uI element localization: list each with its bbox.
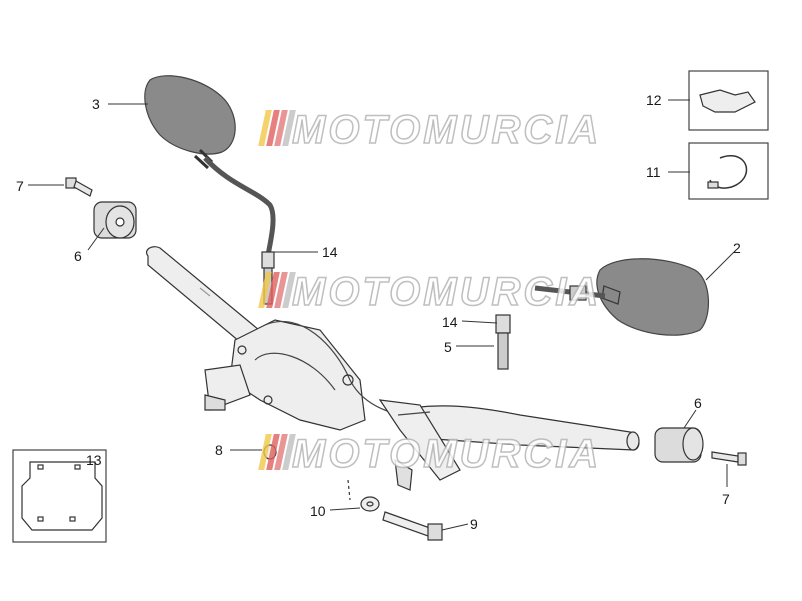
callout-12: 12	[646, 92, 662, 108]
callout-6: 6	[694, 395, 702, 411]
watermark-logo-bars	[258, 272, 296, 308]
right-bolt	[711, 451, 747, 466]
left-end-weight	[93, 201, 137, 239]
callout-7: 7	[722, 491, 730, 507]
callout-5: 5	[444, 339, 452, 355]
right-mirror	[495, 258, 710, 370]
callout-6: 6	[74, 248, 82, 264]
callout-14: 14	[442, 314, 458, 330]
watermark-text: MOTOMURCIA	[291, 431, 602, 477]
clip-box	[688, 70, 769, 131]
callout-14: 14	[322, 244, 338, 260]
bottom-bolt	[347, 479, 443, 541]
handlebar-frame	[204, 319, 461, 491]
callout-2: 2	[733, 240, 741, 256]
callout-8: 8	[215, 442, 223, 458]
left-bolt	[65, 177, 93, 197]
watermark-logo-bars	[258, 434, 296, 470]
callout-9: 9	[470, 516, 478, 532]
leader-lines	[28, 99, 735, 531]
gasket-box	[12, 449, 107, 543]
callout-11: 11	[646, 164, 661, 180]
callout-10: 10	[310, 503, 326, 519]
watermark-text: MOTOMURCIA	[291, 107, 602, 153]
clamp-box	[688, 142, 769, 200]
callout-13: 13	[86, 452, 102, 468]
watermark-text: MOTOMURCIA	[291, 269, 602, 315]
right-end-weight	[654, 427, 704, 463]
callout-3: 3	[92, 96, 100, 112]
watermark-logo-bars	[258, 110, 296, 146]
callout-7: 7	[16, 178, 24, 194]
right-handlebar	[388, 405, 640, 451]
